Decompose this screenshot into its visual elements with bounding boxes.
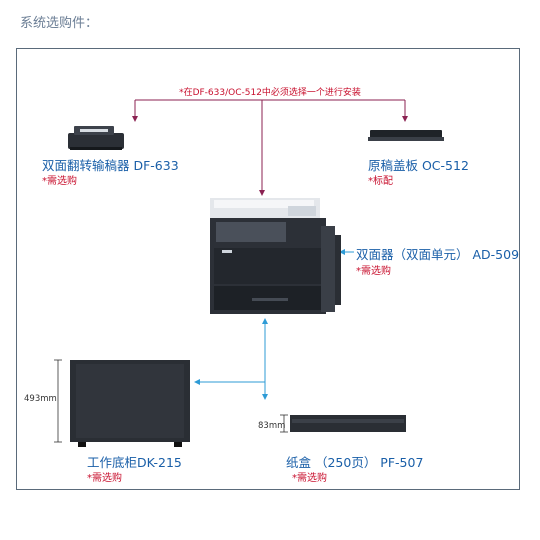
arrow-df633 bbox=[132, 116, 138, 122]
pf507-dimension-line bbox=[280, 414, 288, 433]
dk215-dimension: 493mm bbox=[24, 394, 57, 404]
df633-label: 双面翻转输稿器 DF-633 bbox=[42, 158, 179, 173]
arrow-oc512 bbox=[402, 116, 408, 122]
dk215-cabinet-image bbox=[70, 360, 190, 447]
df633-tag: *需选购 bbox=[42, 176, 77, 187]
pf507-label: 纸盒 （250页） PF-507 bbox=[286, 455, 424, 470]
pf507-dimension: 83mm bbox=[258, 421, 286, 431]
top-connector bbox=[134, 99, 406, 192]
pf507-tag: *需选购 bbox=[292, 473, 327, 484]
diagram-frame bbox=[16, 48, 520, 490]
section-heading: 系统选购件： bbox=[20, 16, 99, 31]
dk215-tag: *需选购 bbox=[87, 473, 122, 484]
copier-image bbox=[210, 198, 341, 314]
arrow-copier-bottom bbox=[262, 318, 268, 324]
install-note: *在DF-633/OC-512中必须选择一个进行安装 bbox=[179, 88, 361, 98]
dk215-label: 工作底柜DK-215 bbox=[87, 455, 182, 470]
df633-feeder-image bbox=[68, 126, 124, 150]
arrow-ad509 bbox=[339, 249, 345, 255]
oc512-cover-image bbox=[368, 130, 444, 141]
ad509-tag: *需选购 bbox=[356, 266, 391, 277]
arrow-dk215 bbox=[194, 379, 200, 385]
oc512-label: 原稿盖板 OC-512 bbox=[368, 158, 469, 173]
oc512-tag: *标配 bbox=[368, 176, 393, 187]
pf507-tray-image bbox=[290, 415, 406, 432]
dk215-dimension-line bbox=[54, 359, 62, 443]
ad509-label: 双面器（双面单元） AD-509 bbox=[356, 247, 520, 262]
arrow-copier-top bbox=[259, 190, 265, 196]
arrow-pf507 bbox=[262, 394, 268, 400]
